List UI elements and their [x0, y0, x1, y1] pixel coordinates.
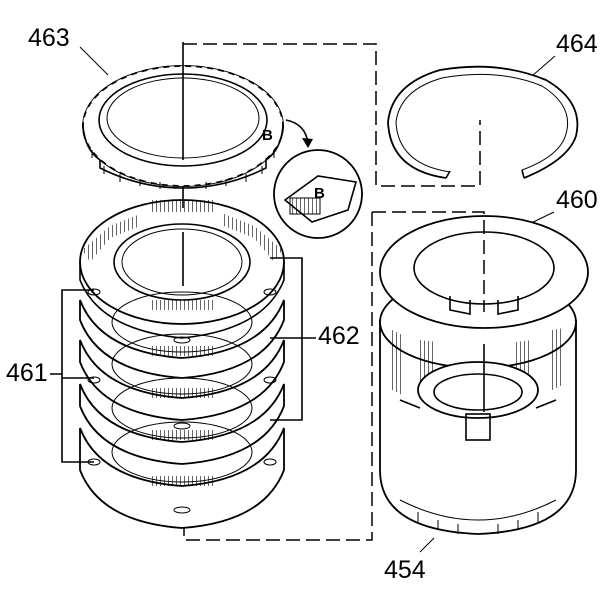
plate-marker-b: B [262, 127, 273, 144]
label-463: 463 [28, 24, 70, 52]
label-464: 464 [556, 30, 598, 58]
clutch-plate-stack [79, 199, 285, 529]
label-461: 461 [6, 359, 48, 387]
bracket-462 [270, 257, 316, 421]
alignment-lines [182, 42, 485, 541]
bracket-461 [50, 289, 94, 463]
snap-ring-464 [387, 65, 579, 179]
label-454: 454 [384, 556, 426, 584]
label-460: 460 [556, 186, 598, 214]
label-462: 462 [318, 322, 360, 350]
detail-inset-b: B [273, 119, 363, 239]
inset-marker-b: B [314, 185, 325, 202]
